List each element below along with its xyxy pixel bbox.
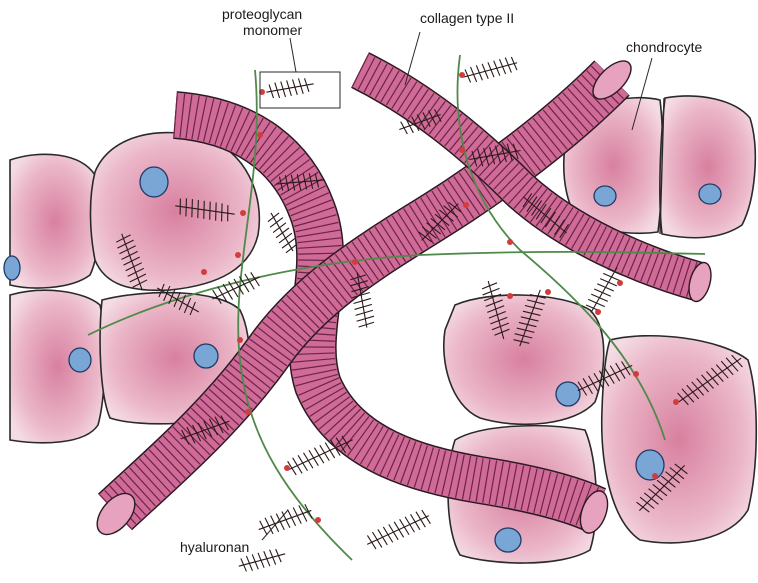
link-dot [652,473,658,479]
link-dot [201,269,207,275]
link-dot [257,132,263,138]
nucleus [594,186,616,206]
link-dot [673,399,679,405]
nucleus [140,167,168,197]
chondrocyte-cell [90,133,259,291]
proteoglycan-label-line2: monomer [222,22,302,38]
link-dot [245,409,251,415]
nucleus [495,528,521,552]
proteoglycan-monomer [461,55,519,85]
link-dot [463,202,469,208]
chondrocyte-label: chondrocyte [626,39,702,55]
link-dot [595,309,601,315]
chondrocyte-cell [10,290,105,443]
hyaluronan-pointer [262,510,288,540]
link-dot [284,465,290,471]
proteoglycan-monomer [265,76,315,100]
proteoglycan-label-line1: proteoglycan [222,6,302,22]
link-dot [633,371,639,377]
link-dot [240,210,246,216]
link-dot [507,293,513,299]
collagen-type-ii-label: collagen type II [420,10,514,26]
nucleus [194,344,218,368]
nucleus [556,382,580,406]
hyaluronan-label: hyaluronan [180,539,249,555]
link-dot [459,147,465,153]
chondrocyte-cell [444,295,604,424]
proteoglycan-pointer [290,38,296,72]
proteoglycan-monomer-label: proteoglycan monomer [222,6,302,38]
link-dot [352,259,358,265]
link-dot [235,252,241,258]
nucleus [636,450,664,480]
link-dot [545,289,551,295]
link-dot [237,337,243,343]
chondrocyte-cell [660,96,755,238]
chondrocyte-cell [10,154,100,288]
link-dot [315,517,321,523]
nucleus [4,256,20,280]
proteoglycan-callout-box [260,72,340,108]
nucleus [69,348,91,372]
proteoglycan-monomer [256,502,315,538]
nucleus [699,184,721,204]
proteoglycan-monomer [363,507,432,552]
link-dot [459,72,465,78]
link-dot [507,239,513,245]
link-dot [617,280,623,286]
